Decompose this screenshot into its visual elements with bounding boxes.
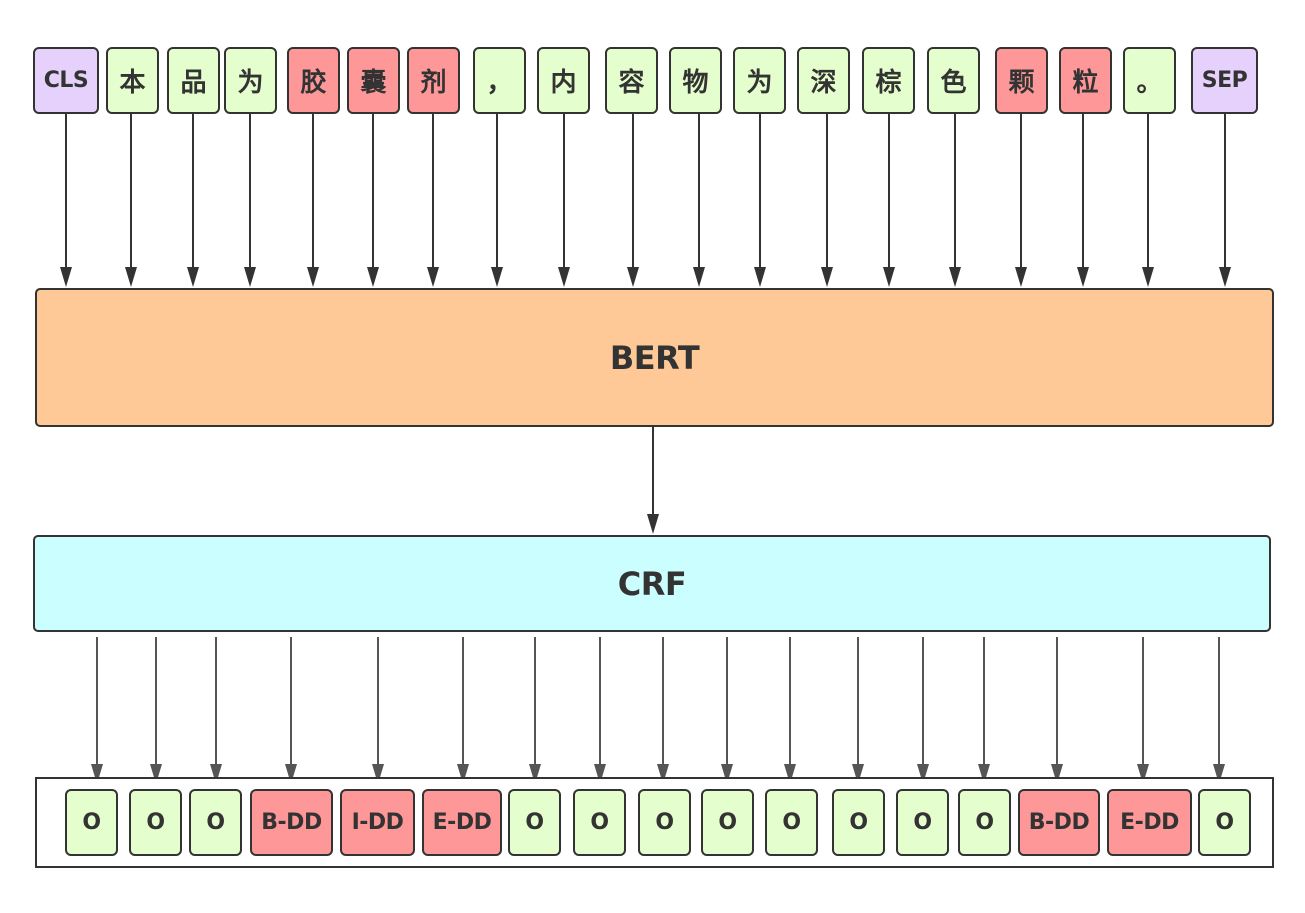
tag-arrow-16 bbox=[1213, 637, 1225, 784]
token-arrow-6 bbox=[427, 114, 439, 287]
tag-1: O bbox=[129, 789, 182, 856]
tag-10: O bbox=[765, 789, 818, 856]
token-12: 深 bbox=[797, 47, 850, 114]
tag-13: O bbox=[958, 789, 1011, 856]
token-0: CLS bbox=[33, 47, 99, 114]
token-17: 。 bbox=[1123, 47, 1176, 114]
tag-15: E-DD bbox=[1107, 789, 1192, 856]
token-arrow-17 bbox=[1142, 114, 1154, 287]
tag-5: E-DD bbox=[422, 789, 502, 856]
tag-0: O bbox=[65, 789, 118, 856]
tag-arrow-15 bbox=[1137, 637, 1149, 784]
bert-to-crf-arrow bbox=[647, 427, 659, 534]
token-18: SEP bbox=[1191, 47, 1258, 114]
tag-arrow-10 bbox=[784, 637, 796, 784]
token-arrow-9 bbox=[627, 114, 639, 287]
tag-arrow-8 bbox=[657, 637, 669, 784]
token-arrow-3 bbox=[244, 114, 256, 287]
token-arrow-16 bbox=[1077, 114, 1089, 287]
token-6: 剂 bbox=[407, 47, 460, 114]
tag-arrow-3 bbox=[285, 637, 297, 784]
token-4: 胶 bbox=[287, 47, 340, 114]
token-arrow-12 bbox=[821, 114, 833, 287]
tag-arrow-7 bbox=[594, 637, 606, 784]
token-arrow-4 bbox=[307, 114, 319, 287]
token-14: 色 bbox=[927, 47, 980, 114]
tag-7: O bbox=[573, 789, 626, 856]
token-arrow-5 bbox=[367, 114, 379, 287]
token-5: 囊 bbox=[347, 47, 400, 114]
token-8: 内 bbox=[537, 47, 590, 114]
token-arrow-2 bbox=[187, 114, 199, 287]
token-arrow-11 bbox=[754, 114, 766, 287]
token-arrow-0 bbox=[60, 114, 72, 287]
token-arrow-7 bbox=[491, 114, 503, 287]
tag-12: O bbox=[896, 789, 949, 856]
tag-arrow-12 bbox=[917, 637, 929, 784]
token-10: 物 bbox=[669, 47, 722, 114]
tag-arrow-14 bbox=[1051, 637, 1063, 784]
tag-arrow-11 bbox=[852, 637, 864, 784]
token-2: 品 bbox=[167, 47, 220, 114]
token-9: 容 bbox=[605, 47, 658, 114]
tag-2: O bbox=[189, 789, 242, 856]
tag-arrow-1 bbox=[150, 637, 162, 784]
token-13: 棕 bbox=[862, 47, 915, 114]
token-16: 粒 bbox=[1059, 47, 1112, 114]
tag-arrow-4 bbox=[372, 637, 384, 784]
tag-11: O bbox=[832, 789, 885, 856]
tag-arrow-9 bbox=[721, 637, 733, 784]
tag-arrow-6 bbox=[529, 637, 541, 784]
tag-8: O bbox=[638, 789, 691, 856]
tag-16: O bbox=[1198, 789, 1251, 856]
tag-9: O bbox=[701, 789, 754, 856]
token-7: ， bbox=[473, 47, 526, 114]
tag-arrow-0 bbox=[91, 637, 103, 784]
token-arrow-13 bbox=[883, 114, 895, 287]
token-3: 为 bbox=[224, 47, 277, 114]
token-arrow-10 bbox=[693, 114, 705, 287]
tag-arrow-13 bbox=[978, 637, 990, 784]
tag-4: I-DD bbox=[340, 789, 415, 856]
tag-arrow-5 bbox=[457, 637, 469, 784]
token-arrow-14 bbox=[949, 114, 961, 287]
token-arrow-18 bbox=[1219, 114, 1231, 287]
token-arrow-15 bbox=[1015, 114, 1027, 287]
tag-3: B-DD bbox=[250, 789, 333, 856]
bert-layer: BERT bbox=[35, 288, 1274, 427]
token-15: 颗 bbox=[995, 47, 1048, 114]
crf-layer: CRF bbox=[33, 535, 1271, 632]
tag-arrow-2 bbox=[210, 637, 222, 784]
token-1: 本 bbox=[106, 47, 159, 114]
tag-6: O bbox=[508, 789, 561, 856]
tag-14: B-DD bbox=[1018, 789, 1100, 856]
token-11: 为 bbox=[733, 47, 786, 114]
token-arrow-1 bbox=[125, 114, 137, 287]
token-arrow-8 bbox=[558, 114, 570, 287]
